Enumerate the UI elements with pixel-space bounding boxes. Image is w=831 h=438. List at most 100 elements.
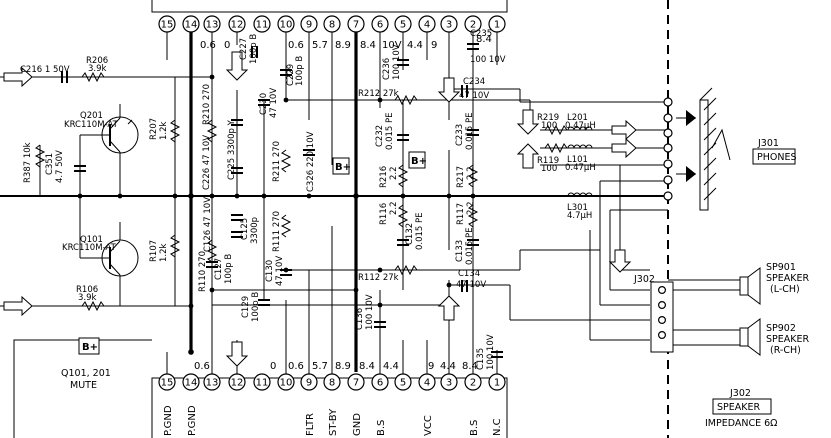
r217-symbol bbox=[467, 164, 479, 188]
ic-bottom-pin-number: 8 bbox=[329, 378, 335, 389]
vt-10: 0.6 bbox=[288, 40, 304, 51]
lbl-c227: C227 bbox=[239, 38, 249, 60]
right-arrow-phones-1 bbox=[611, 119, 637, 141]
ic-bottom-pin-5 bbox=[394, 373, 412, 391]
down-arrow-12-top bbox=[225, 51, 249, 81]
r117-symbol bbox=[467, 204, 479, 228]
down-arrow-j302 bbox=[608, 249, 632, 273]
ic-top-pin-1 bbox=[488, 15, 506, 33]
down-arrow-r219 bbox=[516, 109, 540, 135]
input-arrow-l bbox=[3, 66, 33, 88]
connector-pins bbox=[663, 97, 673, 201]
vt-2: 8.4 bbox=[476, 34, 492, 45]
c216-symbol bbox=[61, 71, 68, 83]
c226-symbol bbox=[231, 167, 243, 174]
ic-top-pin-14 bbox=[182, 15, 200, 33]
ic-bottom-pin-8 bbox=[323, 373, 341, 391]
lbl-r116-v: 2.2 bbox=[389, 201, 399, 215]
lbl-r216-v: 2.2 bbox=[389, 166, 399, 180]
r387-symbol bbox=[34, 144, 46, 168]
ic-top-outline bbox=[151, 0, 508, 13]
c129-symbol bbox=[258, 299, 270, 306]
ic-top-pin-number: 9 bbox=[306, 20, 312, 31]
lbl-c135: C135 bbox=[476, 348, 486, 370]
lbl-l101: L101 bbox=[567, 155, 588, 165]
ic-bottom-pin-number: 10 bbox=[280, 378, 293, 389]
bplus-box-2 bbox=[408, 151, 426, 169]
lbl-r112: R112 27k bbox=[358, 273, 399, 283]
ic-bottom-pin-number: 5 bbox=[400, 378, 406, 389]
vb-11: 0 bbox=[270, 361, 276, 372]
speaker-l-icon bbox=[739, 267, 761, 305]
lbl-c351: C351 bbox=[45, 153, 55, 175]
vt-5: 4.4 bbox=[407, 40, 423, 51]
lbl-c229: C229 bbox=[286, 64, 296, 86]
ic-bottom-pin-number: 1 bbox=[494, 378, 500, 389]
r119-symbol bbox=[544, 142, 568, 154]
ic-bottom-pin-number: 11 bbox=[256, 378, 269, 389]
lbl-q101-t: KRC110M-AT bbox=[62, 243, 117, 253]
q101-symbol bbox=[101, 239, 139, 277]
lbl-r219-v: 100 bbox=[541, 121, 557, 131]
lbl-r206: R206 bbox=[86, 56, 108, 66]
lbl-c135-v: 100 10V bbox=[486, 334, 496, 370]
lbl-r206-v: 3.9k bbox=[88, 64, 107, 74]
lbl-r216: R216 bbox=[379, 166, 389, 188]
lbl-c230: C230 bbox=[259, 93, 269, 115]
lbl-c132-v: 0.015 PE bbox=[415, 212, 425, 250]
vb-14: 0.6 bbox=[194, 361, 210, 372]
lbl-c234-v: 47 10V bbox=[459, 91, 489, 101]
pn-8: ST-BY bbox=[328, 408, 339, 436]
lbl-r212: R212 27k bbox=[358, 89, 399, 99]
vb-10: 0.6 bbox=[288, 361, 304, 372]
c136-symbol bbox=[374, 321, 386, 328]
resistors bbox=[34, 71, 568, 312]
vt-14: 0.6 bbox=[200, 40, 216, 51]
vt-8: 8.9 bbox=[335, 40, 351, 51]
mute-label-b: MUTE bbox=[70, 380, 97, 391]
vb-9: 5.7 bbox=[312, 361, 328, 372]
r106-symbol bbox=[81, 300, 105, 312]
lbl-r106-v: 3.9k bbox=[78, 293, 97, 303]
down-arrow-c234 bbox=[437, 77, 461, 103]
c134-symbol bbox=[461, 280, 468, 292]
ic-bottom-pin-number: 14 bbox=[185, 378, 198, 389]
lbl-r106: R106 bbox=[76, 285, 98, 295]
lbl-r387: R387 10k bbox=[23, 142, 33, 183]
ic-bottom-pin-6 bbox=[371, 373, 389, 391]
lbl-r116: R116 bbox=[379, 203, 389, 225]
ic-bottom-pin-number: 12 bbox=[231, 378, 244, 389]
pn-7: GND bbox=[352, 413, 363, 436]
ic-top-pin-number: 4 bbox=[424, 20, 430, 31]
sp901-b: (L-CH) bbox=[770, 284, 800, 295]
lbl-c227-v: 100p B bbox=[249, 34, 259, 64]
lbl-c225: C225 3300p Y bbox=[227, 119, 237, 180]
right-arrow-phones-2 bbox=[611, 137, 637, 159]
phones-jack bbox=[676, 87, 731, 211]
ic-bottom-pin-9 bbox=[300, 373, 318, 391]
impedance-label: IMPEDANCE 6Ω bbox=[705, 418, 777, 429]
mute-label-a: Q101, 201 bbox=[61, 368, 111, 379]
lbl-c129: C129 bbox=[241, 296, 251, 318]
input-arrow-r bbox=[3, 295, 33, 317]
r107-symbol bbox=[169, 234, 181, 258]
ic-bottom-pin-4 bbox=[418, 373, 436, 391]
lbl-r117-v: 2.2 bbox=[466, 201, 476, 215]
lbl-q201-t: KRC110M-AT bbox=[64, 120, 119, 130]
ic-bottom-pin-number: 7 bbox=[353, 378, 359, 389]
capacitors bbox=[61, 43, 503, 358]
j302-label: J302 bbox=[633, 274, 655, 285]
signal-arrows bbox=[3, 51, 637, 367]
lbl-q201: Q201 bbox=[80, 111, 103, 121]
lbl-c226: C226 47 10V bbox=[202, 135, 212, 190]
ic-top-pin-number: 2 bbox=[470, 20, 476, 31]
inductors bbox=[567, 126, 593, 197]
vb-4: 9 bbox=[428, 361, 434, 372]
ic-top-pin-number: 15 bbox=[161, 20, 174, 31]
ic-bottom-pin-13 bbox=[203, 373, 221, 391]
junctions bbox=[77, 74, 476, 355]
c225-symbol bbox=[231, 119, 243, 126]
lbl-c326: C326 220 10V bbox=[306, 131, 316, 192]
lbl-r119: R119 bbox=[537, 156, 559, 166]
